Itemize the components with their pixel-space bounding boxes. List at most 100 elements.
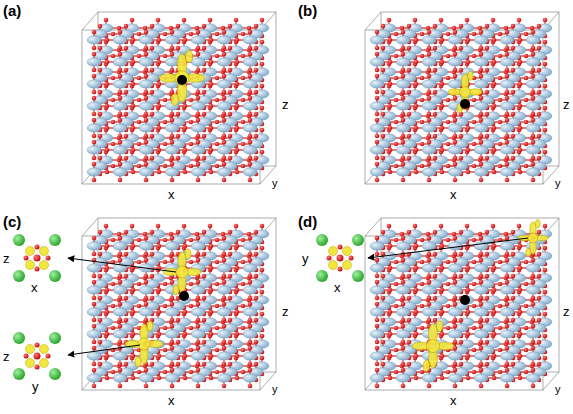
o-atom (537, 90, 542, 95)
o-atom (479, 140, 484, 145)
o-atom (228, 134, 233, 139)
ti-atom (217, 146, 231, 154)
o-atom (131, 126, 136, 131)
ti-atom (113, 58, 127, 66)
o-atom (196, 46, 201, 51)
o-atom (248, 112, 253, 117)
o-atom (485, 112, 490, 117)
o-atom (235, 38, 240, 43)
o-atom (401, 118, 406, 123)
o-atom (260, 62, 265, 67)
ti-atom (422, 80, 436, 88)
o-atom (144, 30, 149, 35)
ti-atom (500, 80, 514, 88)
o-atom (492, 148, 497, 153)
o-atom (485, 24, 490, 29)
o-atom (401, 156, 406, 161)
o-atom (420, 164, 425, 169)
o-atom (413, 18, 418, 23)
o-atom (144, 134, 149, 139)
o-atom (111, 98, 116, 103)
o-atom (260, 246, 265, 251)
o-atom (124, 156, 129, 161)
o-atom (98, 156, 103, 161)
o-atom (98, 90, 103, 95)
o-atom (234, 18, 239, 23)
o-atom (260, 356, 265, 361)
o-atom (209, 170, 214, 175)
o-atom (248, 140, 253, 145)
ti-atom (87, 58, 101, 66)
o-atom (479, 30, 484, 35)
o-atom (202, 24, 207, 29)
o-atom (388, 38, 393, 43)
o-atom (254, 112, 259, 117)
o-atom (118, 90, 123, 95)
o-atom (459, 156, 464, 161)
o-atom (394, 98, 399, 103)
o-atom (92, 52, 97, 57)
o-atom (196, 52, 201, 57)
ti-atom (448, 36, 462, 44)
o-atom (221, 232, 226, 237)
o-atom (118, 134, 123, 139)
o-atom (208, 18, 213, 23)
o-atom (543, 40, 548, 45)
cell-outline (365, 12, 559, 184)
o-atom (505, 140, 510, 145)
o-atom (498, 76, 503, 81)
o-atom (92, 30, 97, 35)
o-atom (375, 162, 380, 167)
o-atom (235, 104, 240, 109)
o-atom (170, 134, 175, 139)
o-atom (387, 18, 392, 23)
o-atom (254, 156, 259, 161)
o-atom (433, 46, 438, 51)
o-atom (105, 170, 110, 175)
o-atom (157, 126, 162, 131)
o-atom (260, 290, 265, 295)
o-atom (137, 142, 142, 147)
o-atom (420, 54, 425, 59)
o-atom (420, 98, 425, 103)
ti-atom (422, 36, 436, 44)
ti-atom (370, 146, 384, 154)
ti-atom (422, 102, 436, 110)
o-atom (517, 18, 522, 23)
o-atom (531, 156, 536, 161)
o-atom (170, 118, 175, 123)
o-atom (511, 24, 516, 29)
o-atom (531, 30, 536, 35)
o-atom (118, 74, 123, 79)
o-atom (466, 126, 471, 131)
o-atom (531, 112, 536, 117)
o-atom (202, 156, 207, 161)
o-atom (440, 104, 445, 109)
o-atom (479, 112, 484, 117)
o-atom (105, 38, 110, 43)
o-atom (195, 232, 200, 237)
o-atom (118, 46, 123, 51)
o-atom (170, 68, 175, 73)
ti-atom (526, 80, 540, 88)
ti-atom (139, 102, 153, 110)
o-atom (98, 230, 103, 235)
o-atom (241, 142, 246, 147)
ti-atom (370, 80, 384, 88)
o-atom (144, 118, 149, 123)
o-atom (124, 24, 129, 29)
o-atom (446, 54, 451, 59)
o-atom (248, 178, 253, 183)
o-atom (260, 18, 265, 23)
o-atom (254, 68, 259, 73)
ti-atom (474, 102, 488, 110)
o-atom (228, 112, 233, 117)
ti-atom (191, 58, 205, 66)
o-atom (453, 30, 458, 35)
o-atom (124, 134, 129, 139)
o-atom (375, 140, 380, 145)
cell-outline (82, 218, 276, 390)
ti-atom (243, 36, 257, 44)
ti-atom (370, 168, 384, 176)
o-atom (453, 156, 458, 161)
